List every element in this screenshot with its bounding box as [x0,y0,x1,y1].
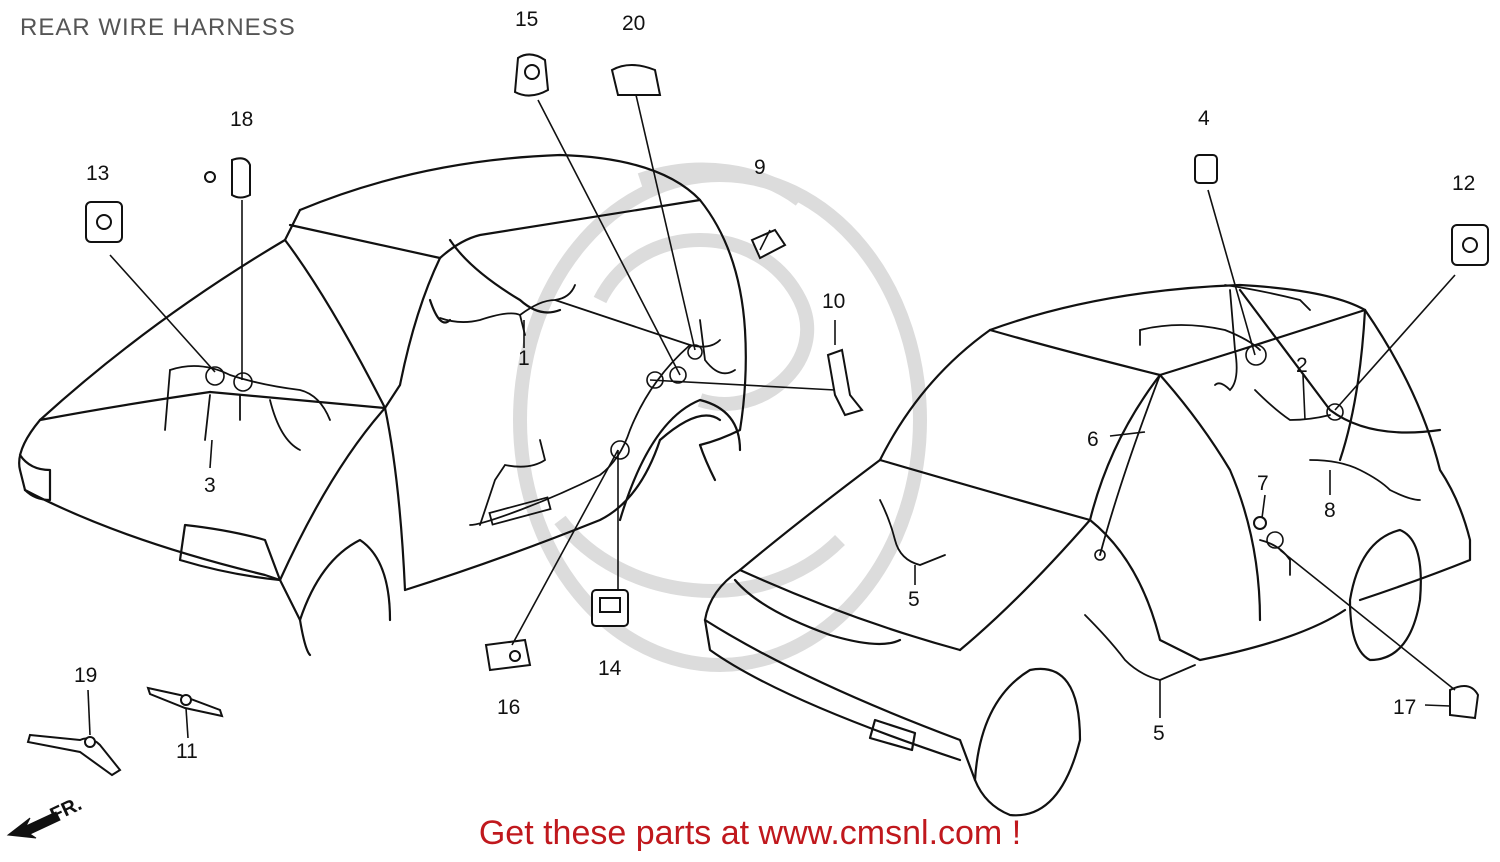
callout-14: 14 [598,657,622,680]
callout-5a: 5 [908,588,920,611]
left-car-outline [18,153,747,657]
callout-8: 8 [1324,499,1336,522]
page-title: REAR WIRE HARNESS [20,14,296,41]
part-17-icon [1449,685,1480,720]
part-14-icon [591,589,629,627]
parts-icons [26,53,1489,777]
callout-7: 7 [1257,472,1269,495]
leader-lines [87,94,1456,739]
part-20-icon [610,64,662,96]
leader-circles [205,344,1344,561]
callout-19: 19 [74,664,97,687]
watermark-logo [513,162,927,672]
callout-15: 15 [515,8,538,31]
left-car-harness [164,284,736,526]
callout-20: 20 [622,12,645,35]
part-13-icon [85,201,123,243]
callout-18: 18 [230,108,253,131]
part-10-icon [826,348,864,417]
part-15-icon [513,53,550,97]
part-11-icon [146,686,224,718]
callout-10: 10 [822,290,845,313]
callout-3: 3 [204,474,216,497]
part-18-icon [204,157,251,199]
callout-6: 6 [1087,428,1099,451]
callout-12: 12 [1452,172,1475,195]
callout-13: 13 [86,162,109,185]
callout-4: 4 [1198,107,1210,130]
part-12-icon [1451,224,1489,266]
front-arrow-icon [6,811,61,839]
cta-link[interactable]: Get these parts at www.cmsnl.com ! [478,814,1022,852]
part-9-icon [750,228,787,260]
part-16-icon [484,638,532,672]
callout-numbers: 1 2 3 4 5 5 6 7 8 9 10 11 12 13 14 15 16… [74,8,1475,763]
part-4-icon [1194,154,1218,184]
callout-2: 2 [1296,354,1308,377]
callout-1: 1 [518,347,530,370]
callout-16: 16 [497,696,520,719]
callout-9: 9 [754,156,766,179]
callout-17: 17 [1393,696,1416,719]
part-7-icon [1253,516,1267,530]
cta-banner: Get these parts at www.cmsnl.com ! [0,814,1500,853]
callout-5b: 5 [1153,722,1165,745]
part-19-icon [26,733,122,777]
callout-11: 11 [176,740,198,763]
